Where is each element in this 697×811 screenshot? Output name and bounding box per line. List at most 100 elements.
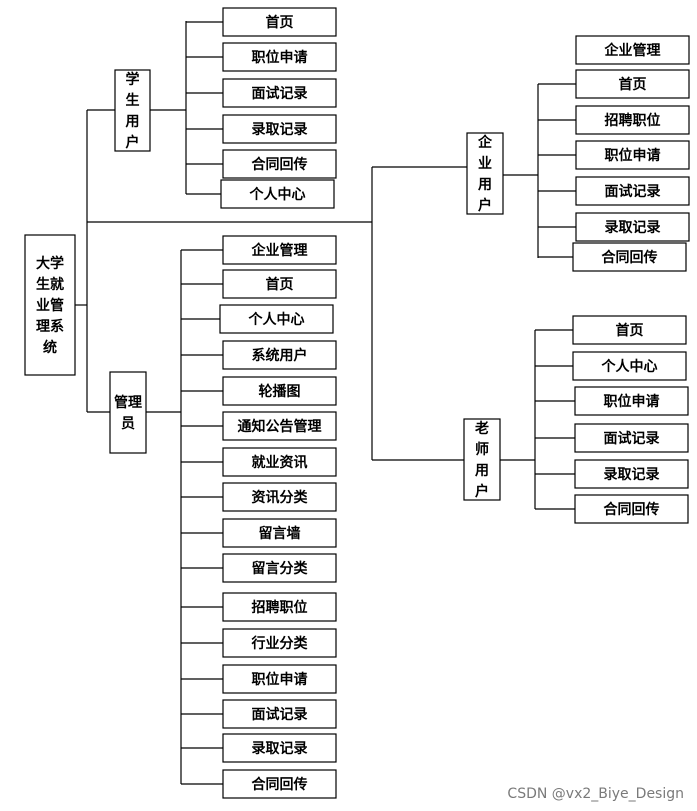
company-item-5-box: [575, 176, 690, 206]
company-item-1-label: 企业管理: [604, 42, 661, 59]
student-node: 学生用户: [114, 69, 151, 152]
company-item-7: 合同回传: [572, 242, 687, 272]
admin-item-1-label: 企业管理: [251, 242, 308, 259]
admin-item-2-box: [222, 269, 337, 299]
teacher-item-5: 录取记录: [574, 459, 689, 489]
teacher-item-5-label: 录取记录: [604, 467, 660, 483]
admin-item-8-label: 资讯分类: [252, 489, 309, 506]
admin-node: 管理员: [109, 371, 147, 454]
admin-item-2: 首页: [222, 269, 337, 299]
teacher-node-box: [463, 418, 501, 501]
admin-item-12: 行业分类: [222, 628, 337, 658]
student-item-6-label: 个人中心: [249, 186, 306, 203]
company-item-2-box: [575, 69, 690, 99]
teacher-item-2: 个人中心: [572, 351, 687, 381]
admin-item-11-label: 招聘职位: [252, 599, 308, 616]
admin-item-12-box: [222, 628, 337, 658]
root-node-box: [24, 234, 76, 376]
company-item-3: 招聘职位: [575, 105, 690, 135]
admin-item-2-label: 首页: [266, 276, 294, 293]
company-item-7-box: [572, 242, 687, 272]
connector-lines: [75, 21, 576, 785]
admin-item-1-box: [222, 235, 337, 265]
student-item-4-box: [222, 114, 337, 144]
admin-item-5-label: 轮播图: [259, 383, 301, 400]
admin-item-9: 留言墙: [222, 518, 337, 548]
admin-item-6: 通知公告管理: [222, 411, 337, 441]
teacher-item-1-box: [572, 315, 687, 345]
admin-item-1: 企业管理: [222, 235, 337, 265]
company-item-1: 企业管理: [575, 35, 690, 65]
student-item-3: 面试记录: [222, 78, 337, 108]
teacher-item-1: 首页: [572, 315, 687, 345]
admin-item-16: 合同回传: [222, 769, 337, 799]
student-item-2: 职位申请: [222, 42, 337, 72]
admin-item-8-box: [222, 482, 337, 512]
teacher-item-3-box: [574, 386, 689, 416]
teacher-node: 老师用户: [463, 418, 501, 501]
teacher-item-3-label: 职位申请: [604, 393, 660, 410]
admin-item-11: 招聘职位: [222, 592, 337, 622]
admin-item-3-box: [219, 304, 334, 334]
student-node-label: 学生用户: [126, 71, 140, 151]
student-item-5-label: 合同回传: [252, 156, 308, 173]
teacher-item-1-label: 首页: [616, 322, 644, 339]
company-item-7-label: 合同回传: [602, 249, 658, 266]
student-node-box: [114, 69, 151, 152]
teacher-item-4-box: [574, 423, 689, 453]
teacher-node-label: 老师用户: [475, 420, 489, 500]
admin-node-box: [109, 371, 147, 454]
company-node-box: [466, 132, 504, 215]
company-item-5: 面试记录: [575, 176, 690, 206]
company-item-4-box: [575, 140, 690, 170]
watermark: CSDN @vx2_Biye_Design: [507, 786, 684, 802]
admin-item-6-label: 通知公告管理: [238, 418, 322, 435]
admin-item-14-label: 面试记录: [252, 706, 308, 723]
company-item-1-box: [575, 35, 690, 65]
admin-item-8: 资讯分类: [222, 482, 337, 512]
student-item-1-label: 首页: [266, 14, 294, 31]
teacher-item-4: 面试记录: [574, 423, 689, 453]
admin-item-13-box: [222, 664, 337, 694]
admin-item-4: 系统用户: [222, 340, 337, 370]
student-item-4-label: 录取记录: [252, 122, 308, 138]
admin-item-4-box: [222, 340, 337, 370]
admin-item-16-label: 合同回传: [252, 776, 308, 793]
student-item-5: 合同回传: [222, 149, 337, 179]
teacher-item-4-label: 面试记录: [604, 430, 660, 447]
admin-item-14-box: [222, 699, 337, 729]
admin-item-9-label: 留言墙: [259, 525, 301, 542]
student-item-3-label: 面试记录: [252, 85, 308, 102]
admin-item-4-label: 系统用户: [252, 347, 308, 364]
diagram-nodes: 大学生就业管理系统学生用户首页职位申请面试记录录取记录合同回传个人中心管理员企业…: [24, 7, 690, 799]
root-node: 大学生就业管理系统: [24, 234, 76, 376]
teacher-item-2-label: 个人中心: [601, 358, 658, 375]
admin-item-7-box: [222, 447, 337, 477]
root-node-label: 大学生就业管理系统: [36, 255, 64, 356]
admin-node-label: 管理员: [114, 394, 142, 432]
company-item-6-label: 录取记录: [605, 220, 661, 236]
admin-item-10: 留言分类: [222, 553, 337, 583]
company-item-3-label: 招聘职位: [605, 112, 661, 129]
admin-item-3: 个人中心: [219, 304, 334, 334]
teacher-item-5-box: [574, 459, 689, 489]
admin-item-5-box: [222, 376, 337, 406]
company-item-2: 首页: [575, 69, 690, 99]
admin-item-14: 面试记录: [222, 699, 337, 729]
admin-item-15-label: 录取记录: [252, 741, 308, 757]
admin-item-9-box: [222, 518, 337, 548]
student-item-3-box: [222, 78, 337, 108]
company-node-label: 企业用户: [477, 134, 493, 214]
admin-item-3-label: 个人中心: [248, 311, 305, 328]
company-item-6-box: [575, 212, 690, 242]
student-item-2-label: 职位申请: [252, 49, 308, 66]
admin-item-10-label: 留言分类: [252, 560, 309, 577]
admin-item-15: 录取记录: [222, 733, 337, 763]
company-item-2-label: 首页: [619, 76, 647, 93]
teacher-item-6-label: 合同回传: [604, 501, 660, 518]
student-item-1-box: [222, 7, 337, 37]
admin-item-6-box: [222, 411, 337, 441]
company-node: 企业用户: [466, 132, 504, 215]
teacher-item-2-box: [572, 351, 687, 381]
